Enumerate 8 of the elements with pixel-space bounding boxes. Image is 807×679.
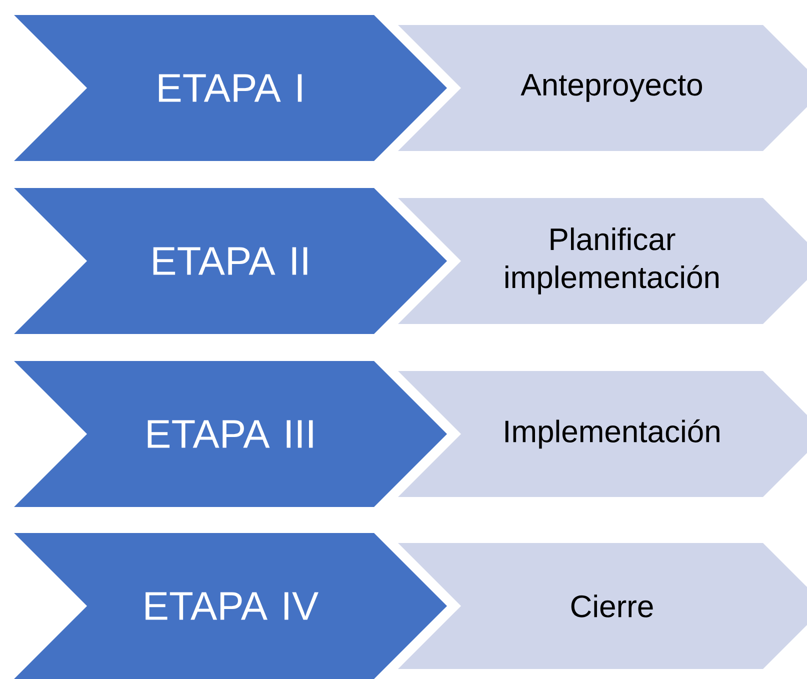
stage-box: ETAPA IV [14, 532, 447, 679]
step-box: Anteproyecto [398, 24, 807, 151]
stage-box: ETAPA I [14, 15, 447, 161]
stage-box: ETAPA III [14, 360, 447, 507]
step-box: Implementación [398, 370, 807, 497]
stage-box: ETAPA II [14, 188, 447, 334]
step-box: Cierre [398, 542, 807, 669]
step-box: Planificar implementación [398, 198, 807, 324]
